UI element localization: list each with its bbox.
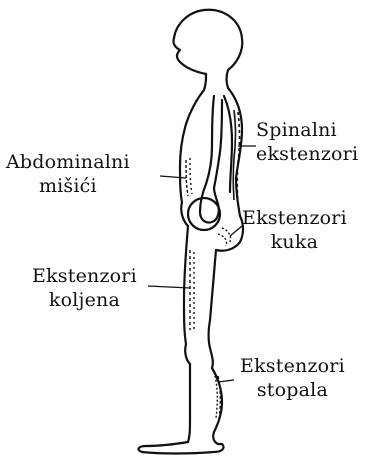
inner-back-line xyxy=(224,96,232,192)
label-abdominal-muscles: Abdominalni mišići xyxy=(6,150,130,198)
label-hip-line1: Ekstenzori xyxy=(242,206,347,230)
label-hip-line2: kuka xyxy=(242,230,347,254)
arm-outline xyxy=(206,96,222,188)
abdominal-leader-line xyxy=(160,176,186,178)
label-abdominal-line2: mišići xyxy=(6,174,130,198)
label-knee-line1: Ekstenzori xyxy=(32,264,137,288)
thigh-back-outline xyxy=(209,250,217,348)
label-abdominal-line1: Abdominalni xyxy=(6,150,130,174)
label-foot-line2: stopala xyxy=(240,378,345,402)
head-outline xyxy=(173,10,242,88)
label-spinal-line2: ekstenzori xyxy=(256,142,358,166)
label-foot-extensors: Ekstenzori stopala xyxy=(240,354,345,402)
torso-front-outline xyxy=(180,90,204,202)
hip-leader-line xyxy=(230,226,242,236)
hip-outline xyxy=(181,202,243,251)
knee-extensor-muscle xyxy=(190,250,194,332)
label-hip-extensors: Ekstenzori kuka xyxy=(242,206,347,254)
foot-leader-line xyxy=(218,380,234,382)
label-spinal-line1: Spinalni xyxy=(256,118,358,142)
label-spinal-extensors: Spinalni ekstenzori xyxy=(256,118,358,166)
label-knee-extensors: Ekstenzori koljena xyxy=(32,264,137,312)
foot-outline xyxy=(139,442,224,454)
label-knee-line2: koljena xyxy=(32,288,137,312)
neck-outline xyxy=(204,74,206,90)
thigh-front-outline xyxy=(184,226,188,344)
hip-joint xyxy=(188,198,220,230)
shin-front-outline xyxy=(188,364,190,442)
abdominal-muscle xyxy=(186,158,192,196)
hip-extensor-muscle xyxy=(218,228,231,246)
label-foot-line1: Ekstenzori xyxy=(240,354,345,378)
